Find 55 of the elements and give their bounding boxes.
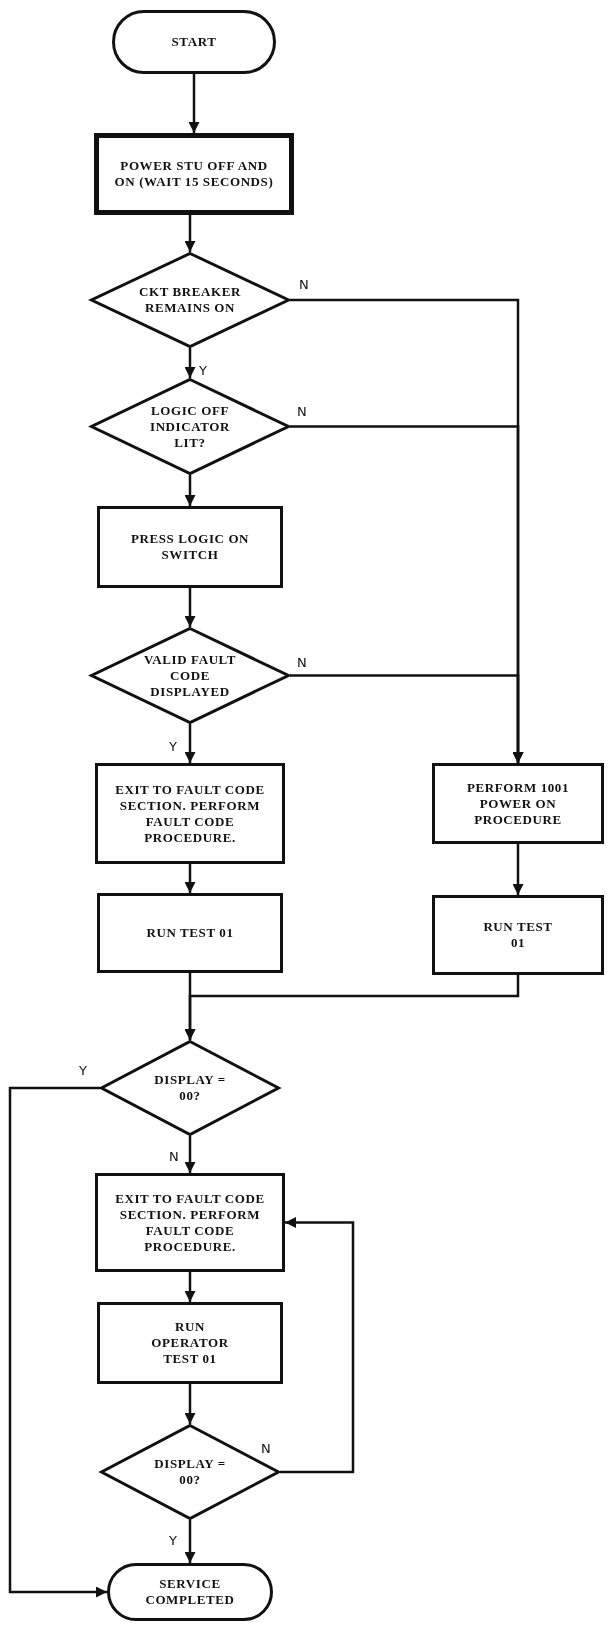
- arrow: [184, 724, 196, 763]
- arrow: [184, 348, 196, 378]
- edge-label: Y: [168, 740, 178, 754]
- edge-label: N: [168, 1150, 180, 1164]
- edge-label: N: [260, 1442, 272, 1456]
- edge-label: Y: [198, 364, 208, 378]
- process-box: [95, 763, 285, 864]
- step-text: RUN TEST 01: [482, 919, 554, 951]
- process-box: [94, 133, 294, 215]
- process-box: [432, 895, 604, 975]
- arrow: [184, 475, 196, 506]
- process-box: [97, 506, 283, 588]
- process-box: [97, 893, 283, 973]
- terminal-shape: [112, 10, 276, 74]
- arrow: [184, 1384, 196, 1424]
- decision-diamond: [90, 252, 290, 348]
- arrow: [184, 1520, 196, 1563]
- process-box: [97, 1302, 283, 1384]
- decision-diamond: [100, 1424, 280, 1520]
- edge-label: Y: [168, 1534, 178, 1548]
- step-text: RUN TEST 01: [145, 925, 235, 941]
- process-box: [432, 763, 604, 844]
- decision-diamond: [90, 627, 290, 724]
- step-text: POWER STU OFF AND ON (WAIT 15 SECONDS): [114, 158, 274, 190]
- arrow: [184, 864, 196, 893]
- step-text: DISPLAY = 00?: [153, 1072, 227, 1104]
- step-text: PERFORM 1001 POWER ON PROCEDURE: [465, 779, 571, 828]
- step-text: EXIT TO FAULT CODE SECTION. PERFORM FAULT CODE PROCEDURE.: [114, 1190, 266, 1255]
- step-text: PRESS LOGIC ON SWITCH: [129, 531, 251, 563]
- arrow: [184, 215, 196, 252]
- edge-label: N: [296, 404, 308, 419]
- step-text: RUN OPERATOR TEST 01: [150, 1319, 230, 1367]
- decision-diamond: [90, 378, 290, 475]
- arrow: [184, 588, 196, 627]
- decision-diamond: [100, 1040, 280, 1136]
- step-text: LOGIC OFF INDICATOR LIT?: [148, 402, 231, 451]
- step-text: CKT BREAKER REMAINS ON: [137, 284, 243, 316]
- arrow: [512, 844, 524, 895]
- step-text: VALID FAULT CODE DISPLAYED: [143, 651, 237, 700]
- arrow: [290, 674, 524, 763]
- edge-label: N: [296, 655, 308, 670]
- process-box: [95, 1173, 285, 1272]
- step-text: DISPLAY = 00?: [153, 1456, 227, 1488]
- arrow: [184, 975, 520, 1040]
- arrow: [188, 74, 200, 133]
- arrow: [184, 1136, 196, 1173]
- arrow: [184, 1272, 196, 1302]
- step-text: START: [170, 34, 218, 50]
- terminal-shape: [107, 1563, 273, 1621]
- arrow: [8, 1086, 107, 1598]
- edge-label: Y: [78, 1064, 88, 1078]
- step-text: EXIT TO FAULT CODE SECTION. PERFORM FAULT CODE PROCEDURE.: [114, 781, 266, 846]
- edge-label: N: [298, 278, 310, 292]
- step-text: SERVICE COMPLETED: [144, 1576, 236, 1608]
- arrow: [280, 1217, 355, 1474]
